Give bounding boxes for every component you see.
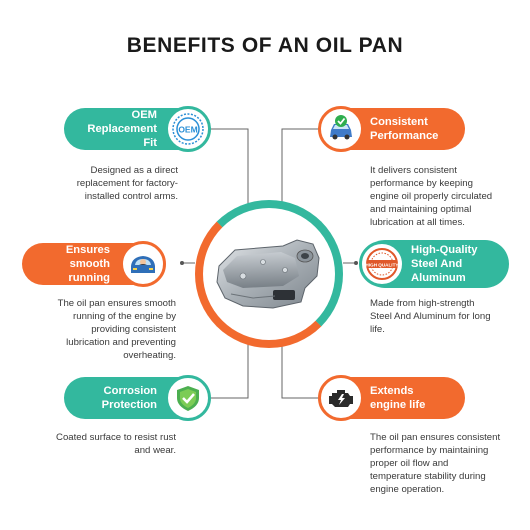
desc-line: proper oil flow and [370, 458, 449, 469]
benefit-corrosion-title-line1: Corrosion [103, 385, 157, 397]
engine-icon [318, 375, 364, 421]
desc-line: The oil pan ensures smooth [57, 298, 176, 309]
desc-line: temperature stability during [370, 471, 486, 482]
benefit-quality-title-line2: Steel And [411, 258, 463, 270]
desc-line: performance by keeping [370, 178, 473, 189]
desc-line: life. [370, 324, 385, 335]
desc-line: overheating. [123, 350, 176, 361]
benefit-extends-pill: Extends engine life [318, 375, 465, 421]
benefit-consistent-description: It delivers consistent performance by ke… [370, 164, 520, 229]
desc-line: and wear. [134, 445, 176, 456]
benefit-corrosion-description: Coated surface to resist rust and wear. [36, 431, 176, 457]
benefit-smooth-pill: Ensures smooth running [22, 241, 166, 287]
shield-check-icon [165, 375, 211, 421]
desc-line: Made from high-strength [370, 298, 475, 309]
desc-line: installed control arms. [84, 191, 178, 202]
desc-line: providing consistent [91, 324, 176, 335]
desc-line: performance by maintaining [370, 445, 489, 456]
desc-line: Designed as a direct [90, 165, 178, 176]
desc-line: It delivers consistent [370, 165, 457, 176]
desc-line: Coated surface to resist rust [56, 432, 176, 443]
benefit-consistent-title-line1: Consistent [370, 116, 428, 128]
benefit-oem-title-line1: OEM [131, 109, 157, 121]
benefit-smooth-title: Ensures smooth running [30, 243, 110, 285]
benefit-extends-title-line1: Extends [370, 385, 414, 397]
desc-line: and maintaining optimal [370, 204, 472, 215]
benefit-corrosion-title: Corrosion Protection [102, 384, 157, 412]
benefit-smooth-description: The oil pan ensures smooth running of th… [40, 297, 176, 362]
benefit-oem-pill: OEM Replacement Fit OEM [64, 106, 211, 152]
benefit-quality-title-line3: Aluminum [411, 272, 466, 284]
benefit-smooth-title-line2: running [68, 272, 110, 284]
benefit-extends-description: The oil pan ensures consistent performan… [370, 431, 522, 496]
benefit-consistent-pill: Consistent Performance [318, 106, 465, 152]
desc-line: The oil pan ensures consistent [370, 432, 501, 443]
oil-pan-product-image [211, 216, 327, 332]
benefit-corrosion-pill: Corrosion Protection [64, 375, 211, 421]
benefit-extends-title-line2: engine life [370, 399, 426, 411]
desc-line: lubrication and preventing [66, 337, 176, 348]
high-quality-stamp-icon: HIGH QUALITY [359, 241, 405, 287]
benefit-oem-title-line2: Replacement Fit [87, 123, 157, 149]
benefit-quality-pill: HIGH QUALITY High-Quality Steel And Alum… [359, 240, 509, 288]
benefit-consistent-title: Consistent Performance [370, 115, 438, 143]
car-check-icon [318, 106, 364, 152]
desc-line: engine operation. [370, 484, 445, 495]
desc-line: engine oil properly circulated [370, 191, 493, 202]
benefit-consistent-title-line2: Performance [370, 130, 439, 142]
benefit-extends-title: Extends engine life [370, 384, 425, 412]
benefit-quality-title-line1: High-Quality [411, 244, 478, 256]
oem-seal-icon: OEM [165, 106, 211, 152]
benefit-oem-title: OEM Replacement Fit [72, 108, 157, 150]
benefit-corrosion-title-line2: Protection [101, 399, 157, 411]
page-title: BENEFITS OF AN OIL PAN [126, 34, 404, 57]
center-image-ring [195, 200, 343, 348]
benefit-quality-title: High-Quality Steel And Aluminum [411, 243, 478, 285]
desc-line: lubrication at all times. [370, 217, 465, 228]
benefit-oem-description: Designed as a direct replacement for fac… [60, 164, 178, 203]
desc-line: running of the engine by [73, 311, 176, 322]
oem-seal-text: OEM [178, 125, 197, 135]
desc-line: Steel And Aluminum for long [370, 311, 491, 322]
high-quality-stamp-text: HIGH QUALITY [366, 262, 399, 267]
driver-car-icon [120, 241, 166, 287]
benefit-quality-description: Made from high-strength Steel And Alumin… [370, 297, 520, 336]
benefit-smooth-title-line1: Ensures smooth [65, 244, 110, 270]
desc-line: replacement for factory- [76, 178, 178, 189]
